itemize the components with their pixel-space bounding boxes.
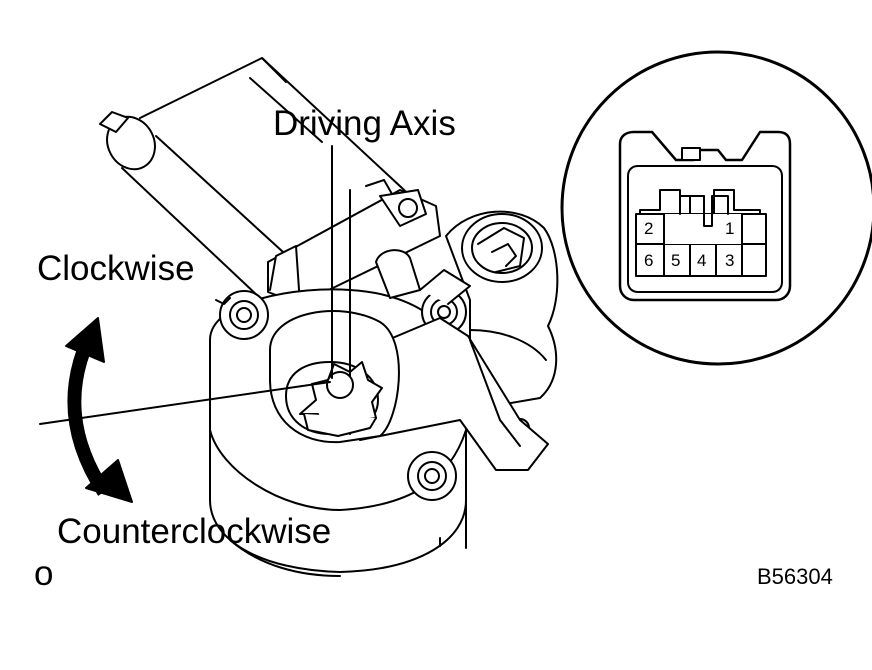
pin-5: 5 <box>671 251 681 270</box>
corner-mark: o <box>34 554 54 593</box>
mounting-bracket <box>267 179 441 305</box>
pin-1: 1 <box>725 219 735 238</box>
driving-gear <box>299 361 383 437</box>
clockwise-label: Clockwise <box>37 249 195 288</box>
bolt-bottom <box>407 451 457 501</box>
bolts <box>219 289 530 501</box>
bolt-left <box>219 290 269 340</box>
connector-inset <box>560 50 872 366</box>
figure-code: B56304 <box>757 564 833 589</box>
rotation-arrow <box>65 317 133 503</box>
driving-axis-label: Driving Axis <box>273 104 456 143</box>
pin-3: 3 <box>725 251 735 270</box>
label-tick <box>215 297 231 305</box>
pin-2: 2 <box>644 219 654 238</box>
counterclockwise-label: Counterclockwise <box>57 512 332 551</box>
pin-6: 6 <box>644 251 654 270</box>
leader-line <box>39 381 331 425</box>
plug-stub <box>375 249 471 305</box>
pin-4: 4 <box>697 251 707 270</box>
